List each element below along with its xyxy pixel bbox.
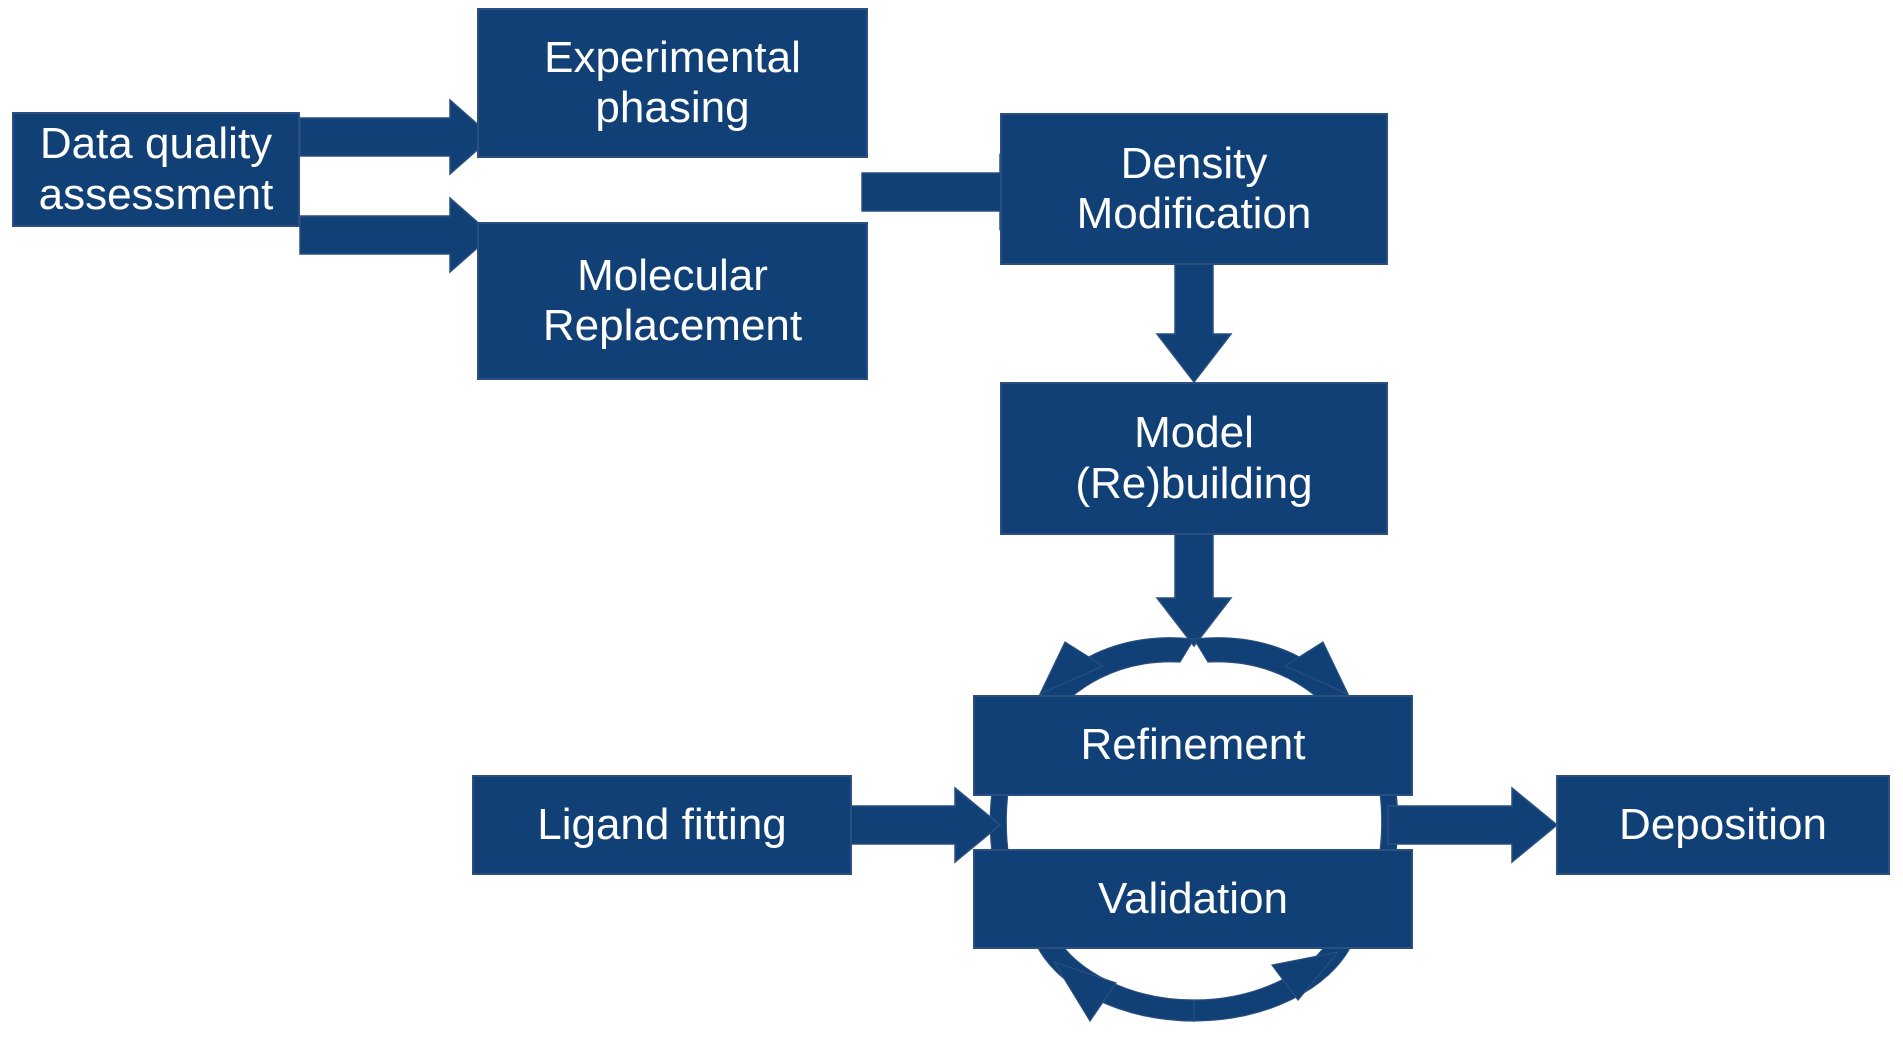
arrow-ligand-fitting-to-refinement [846, 786, 1002, 864]
cycle-arrowhead-top-right [1283, 641, 1350, 696]
arrow-refinement-to-deposition [1387, 786, 1559, 864]
node-data-quality-assessment-label: Data quality assessment [38, 119, 274, 219]
node-deposition[interactable]: Deposition [1556, 775, 1890, 875]
node-ligand-fitting[interactable]: Ligand fitting [472, 775, 852, 875]
cycle-arrowhead-bottom-left [1052, 960, 1117, 1023]
node-model-rebuilding-label: Model (Re)building [1075, 408, 1313, 508]
node-molecular-replacement[interactable]: Molecular Replacement [477, 222, 868, 380]
arrow-data-quality-to-molecular-replacement [299, 196, 494, 274]
cycle-arrowhead-top-left [1038, 641, 1105, 696]
node-deposition-label: Deposition [1619, 799, 1827, 849]
arrow-data-quality-to-experimental-phasing [299, 98, 494, 176]
arrow-model-rebuilding-to-refinement [1155, 531, 1233, 648]
arrow-density-modification-to-model-rebuilding [1155, 261, 1233, 384]
node-density-modification-label: Density Modification [1076, 138, 1312, 238]
node-experimental-phasing[interactable]: Experimental phasing [477, 8, 868, 158]
node-ligand-fitting-label: Ligand fitting [537, 799, 787, 849]
node-density-modification[interactable]: Density Modification [1000, 113, 1388, 265]
cycle-arrowhead-bottom-right [1270, 951, 1340, 1001]
node-molecular-replacement-label: Molecular Replacement [542, 250, 803, 350]
node-data-quality-assessment[interactable]: Data quality assessment [12, 112, 300, 227]
node-refinement-label: Refinement [1080, 720, 1306, 770]
node-model-rebuilding[interactable]: Model (Re)building [1000, 382, 1388, 535]
node-experimental-phasing-label: Experimental phasing [544, 32, 801, 132]
node-validation-label: Validation [1098, 873, 1288, 923]
node-validation[interactable]: Validation [973, 849, 1413, 949]
node-refinement[interactable]: Refinement [973, 695, 1413, 796]
